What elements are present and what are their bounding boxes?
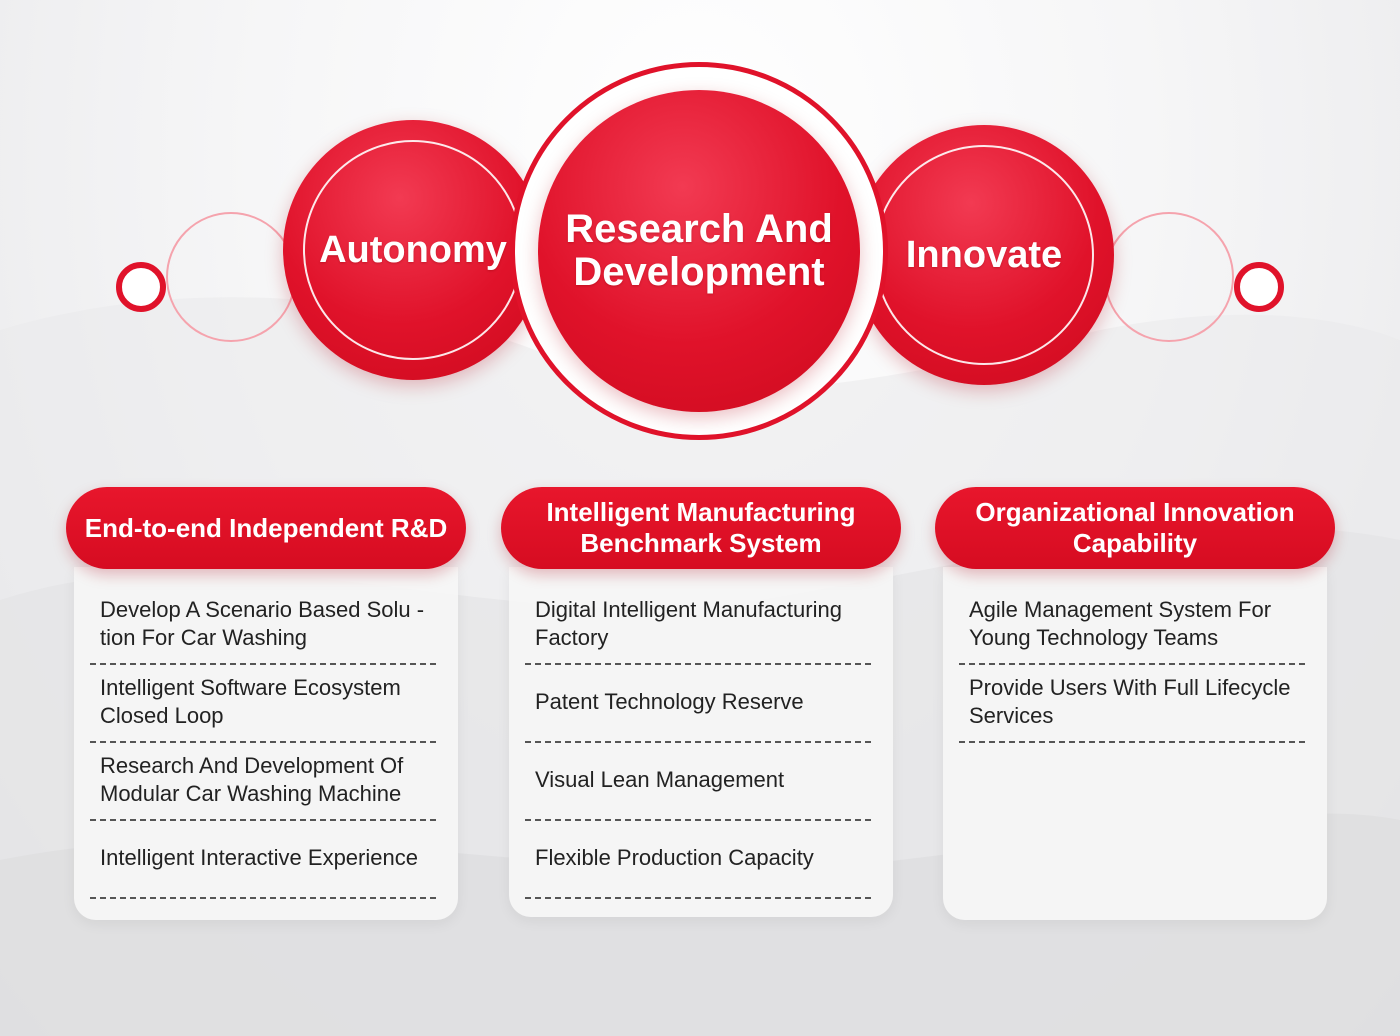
deco-ring-right-small: [1234, 262, 1284, 312]
deco-ring-right-large: [1104, 212, 1234, 342]
list-item: Visual Lean Management: [525, 741, 871, 821]
list-item: Research And Development Of Modular Car …: [90, 741, 436, 821]
deco-ring-left-large: [166, 212, 296, 342]
list-item: Agile Management System For Young Techno…: [959, 585, 1305, 665]
circle-innovate: Innovate: [854, 125, 1114, 385]
list-item: Intelligent Software Ecosystem Closed Lo…: [90, 663, 436, 743]
circle-center-label: Research And Development: [565, 207, 833, 294]
list-item: Provide Users With Full Lifecycle Servic…: [959, 663, 1305, 743]
list-item: Flexible Production Capacity: [525, 819, 871, 899]
circle-innovate-label: Innovate: [905, 233, 1063, 276]
column-rd-card: Develop A Scenario Based Solu -tion For …: [74, 567, 458, 920]
column-organization-card: Agile Management System For Young Techno…: [943, 567, 1327, 920]
circle-research-and-development: Research And Development: [538, 90, 860, 412]
column-organization-title: Organizational Innovation Capability: [935, 487, 1335, 569]
list-item: Digital Intelligent Manufacturing Factor…: [525, 585, 871, 665]
deco-ring-left-small: [116, 262, 166, 312]
list-item: Develop A Scenario Based Solu -tion For …: [90, 585, 436, 665]
circle-autonomy-label: Autonomy: [319, 228, 507, 271]
list-item: Patent Technology Reserve: [525, 663, 871, 743]
column-rd-title: End-to-end Independent R&D: [66, 487, 466, 569]
column-manufacturing-title: Intelligent Manufacturing Benchmark Syst…: [501, 487, 901, 569]
circle-autonomy: Autonomy: [283, 120, 543, 380]
list-item: Intelligent Interactive Experience: [90, 819, 436, 899]
column-manufacturing-card: Digital Intelligent Manufacturing Factor…: [509, 567, 893, 917]
